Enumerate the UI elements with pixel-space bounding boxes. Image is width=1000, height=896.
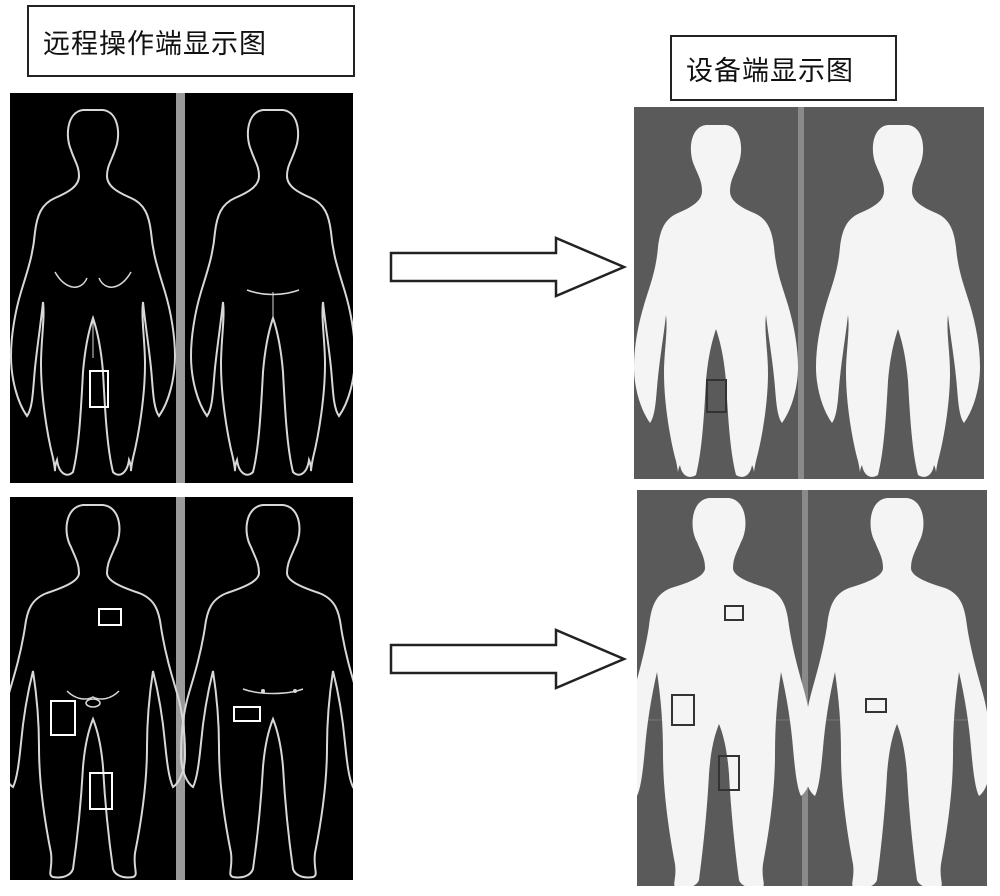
remote-panel-male xyxy=(10,497,353,880)
device-panel-female xyxy=(634,107,984,479)
device-display-title-text: 设备端显示图 xyxy=(686,55,854,87)
human-body-front-icon xyxy=(634,125,798,477)
panel-divider xyxy=(802,490,808,886)
human-body-front-icon xyxy=(637,498,813,886)
selection-marker xyxy=(233,706,261,722)
remote-display-title: 远程操作端显示图 xyxy=(27,5,355,77)
right-arrow-icon xyxy=(388,627,628,696)
human-body-front-icon xyxy=(10,109,177,476)
selection-marker xyxy=(671,694,695,726)
selection-marker xyxy=(98,608,122,626)
selection-marker xyxy=(89,370,109,408)
human-body-back-icon xyxy=(816,125,980,477)
selection-marker xyxy=(718,755,740,791)
human-body-back-icon xyxy=(179,504,353,879)
device-panel-male xyxy=(637,490,987,886)
right-arrow-icon xyxy=(388,235,628,304)
selection-marker xyxy=(706,379,727,413)
selection-marker xyxy=(865,698,887,713)
panel-divider xyxy=(798,107,804,479)
panel-divider xyxy=(176,93,185,483)
human-body-back-icon xyxy=(803,498,987,886)
remote-display-title-text: 远程操作端显示图 xyxy=(43,28,267,60)
device-display-title: 设备端显示图 xyxy=(670,35,897,101)
human-body-front-icon xyxy=(10,504,187,879)
selection-marker xyxy=(724,605,744,621)
selection-marker xyxy=(89,772,113,810)
selection-marker xyxy=(50,700,76,736)
human-body-back-icon xyxy=(189,109,353,476)
remote-panel-female xyxy=(10,93,353,483)
panel-divider xyxy=(176,497,185,880)
